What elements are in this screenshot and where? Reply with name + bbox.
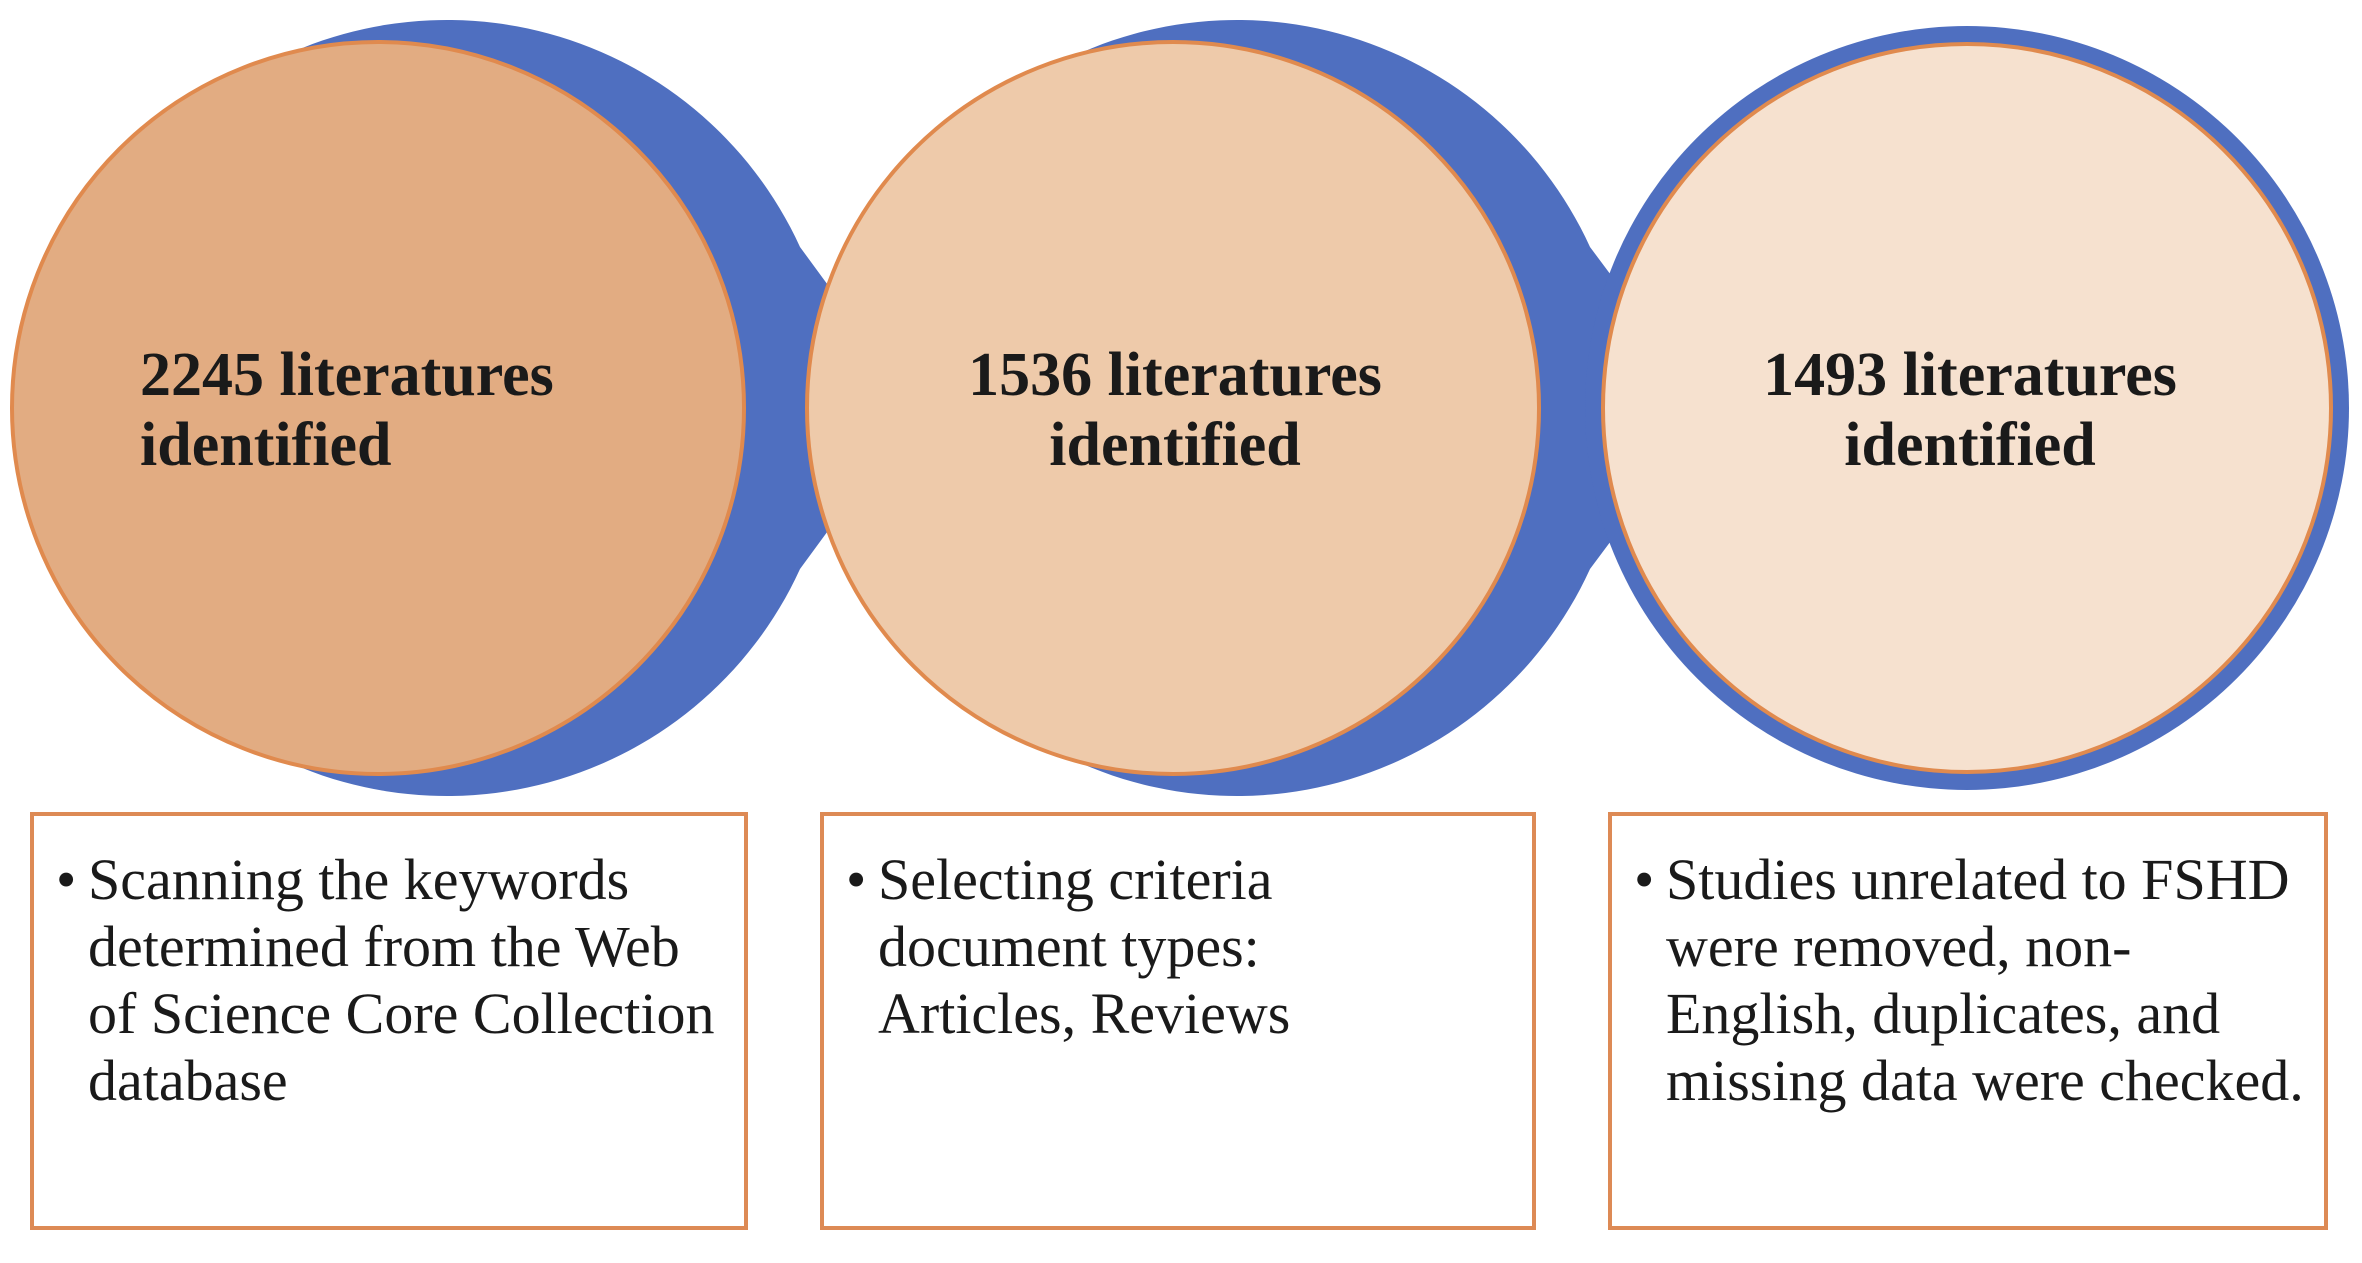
list-item: • Scanning the keywords determined from …: [56, 846, 724, 1114]
step-2-description-list: • Selecting criteria document types: Art…: [824, 816, 1532, 1047]
bullet-icon: •: [1634, 847, 1655, 912]
step-3-count: 1493 literatures identified: [1763, 341, 2177, 479]
list-item: • Studies unrelated to FSHD were removed…: [1634, 846, 2304, 1114]
step-3-circle: [1601, 42, 2333, 774]
step-2-description-box: • Selecting criteria document types: Art…: [820, 812, 1536, 1230]
step-1-circle: [10, 40, 746, 776]
step-3-description: Studies unrelated to FSHD were removed, …: [1666, 847, 2304, 1113]
list-item: • Selecting criteria document types: Art…: [846, 846, 1512, 1047]
step-1-description-box: • Scanning the keywords determined from …: [30, 812, 748, 1230]
step-3-description-list: • Studies unrelated to FSHD were removed…: [1612, 816, 2324, 1114]
step-1-count: 2245 literatures identified: [140, 341, 554, 479]
step-2-circle: [805, 40, 1541, 776]
step-1-description-list: • Scanning the keywords determined from …: [34, 816, 744, 1114]
step-2-count: 1536 literatures identified: [968, 341, 1382, 479]
step-3-description-box: • Studies unrelated to FSHD were removed…: [1608, 812, 2328, 1230]
bullet-icon: •: [846, 847, 867, 912]
bullet-icon: •: [56, 847, 77, 912]
step-2-description: Selecting criteria document types: Artic…: [878, 847, 1291, 1046]
step-1-description: Scanning the keywords determined from th…: [88, 847, 715, 1113]
